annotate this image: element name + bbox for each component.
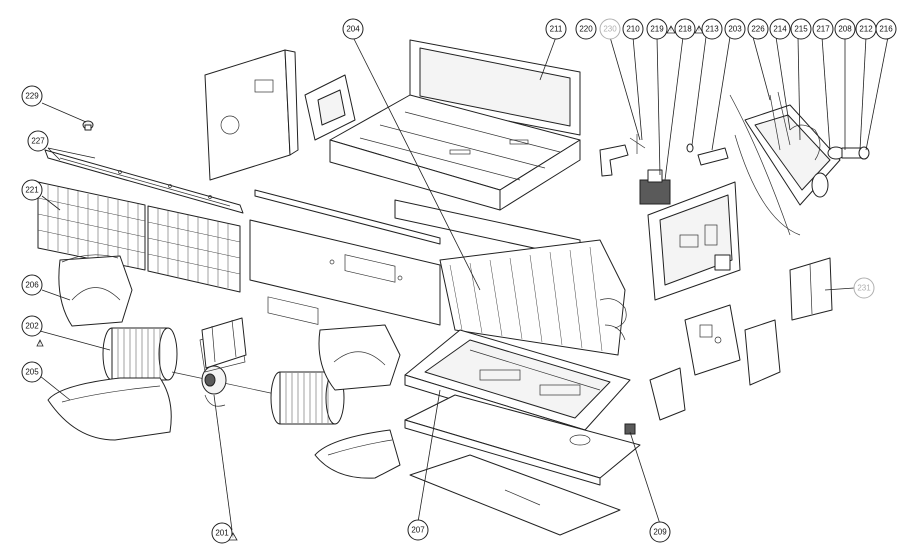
svg-text:213: 213 — [705, 25, 719, 34]
callout-230: 230 — [599, 18, 621, 40]
part-204-heat-exchanger — [439, 239, 627, 356]
mount-bracket — [304, 74, 356, 141]
svg-text:207: 207 — [411, 526, 425, 535]
svg-text:219: 219 — [650, 25, 664, 34]
side-bracket-panel — [204, 49, 299, 181]
part-211-top-cover — [409, 39, 581, 136]
blower-wheel-right — [270, 371, 345, 425]
callout-218: 218 ! — [674, 18, 704, 40]
callout-219: 219 ! — [646, 18, 676, 40]
callout-204: 204 — [342, 18, 364, 40]
part-205-lower-scroll-left — [47, 377, 172, 441]
motor-mount-bracket — [201, 317, 247, 369]
control-board — [684, 304, 781, 386]
svg-text:209: 209 — [653, 528, 667, 537]
callout-231: 231 — [853, 277, 875, 299]
bottom-plate — [409, 454, 621, 536]
svg-text:202: 202 — [25, 322, 39, 331]
svg-text:218: 218 — [678, 25, 692, 34]
svg-text:215: 215 — [794, 25, 808, 34]
svg-text:221: 221 — [25, 186, 39, 195]
control-box-panel — [647, 181, 741, 301]
callout-220: 220 — [575, 18, 597, 40]
svg-text:211: 211 — [550, 25, 563, 34]
svg-text:214: 214 — [773, 25, 787, 34]
leader-lines — [39, 36, 889, 531]
warning-triangle-icon — [228, 532, 238, 541]
callout-215: 215 — [790, 18, 812, 40]
part-213-ring — [686, 143, 694, 153]
callout-214: 214 — [769, 18, 791, 40]
svg-text:231: 231 — [857, 284, 871, 293]
callout-213: 213 — [701, 18, 723, 40]
part-219-218-valve — [639, 169, 671, 205]
part-202-blower-wheel-left — [102, 327, 178, 381]
part-220-pipe — [599, 134, 646, 177]
svg-text:205: 205 — [25, 368, 39, 377]
part-201-fan-motor — [199, 327, 246, 407]
callout-203: 203 — [724, 18, 746, 40]
callout-206: 206 — [21, 274, 43, 296]
svg-text:230: 230 — [603, 25, 617, 34]
part-229-knob — [82, 120, 94, 131]
front-cabinet-panel — [249, 219, 441, 326]
part-221-air-filters — [37, 181, 241, 293]
svg-text:204: 204 — [346, 25, 360, 34]
part-209-drain-fitting — [624, 423, 636, 435]
main-cabinet-frame — [329, 94, 581, 211]
part-206-fan-scroll-left — [58, 254, 133, 327]
callout-229: 229 — [21, 85, 43, 107]
part-231-manual — [789, 257, 833, 321]
callout-226: 226 — [747, 18, 769, 40]
svg-text:227: 227 — [31, 137, 45, 146]
callout-202: 202 ! — [21, 315, 44, 347]
warning-triangle-icon — [36, 339, 44, 347]
fan-scroll-right — [318, 324, 401, 391]
enclosure-arc — [729, 94, 791, 236]
corner-bracket — [649, 367, 686, 421]
part-226-pipe-assembly — [734, 91, 841, 236]
svg-text:!: ! — [670, 27, 671, 33]
svg-text:220: 220 — [579, 25, 593, 34]
lower-scroll-right — [314, 429, 401, 479]
svg-text:210: 210 — [626, 25, 640, 34]
svg-text:!: ! — [39, 341, 40, 347]
lower-panel — [404, 394, 641, 486]
callout-217: 217 — [812, 18, 834, 40]
svg-text:212: 212 — [859, 25, 873, 34]
part-203-tube — [697, 147, 729, 166]
svg-text:208: 208 — [838, 25, 852, 34]
top-support-bar — [254, 189, 441, 245]
callout-212: 212 — [855, 18, 877, 40]
svg-text:226: 226 — [751, 25, 765, 34]
callout-205: 205 — [21, 361, 43, 383]
callout-211: 211 — [545, 18, 567, 40]
callout-227: 227 — [27, 130, 49, 152]
callout-216: 216 — [875, 18, 897, 40]
svg-text:217: 217 — [816, 25, 830, 34]
svg-text:216: 216 — [879, 25, 893, 34]
svg-text:203: 203 — [728, 25, 742, 34]
callout-207: 207 — [407, 519, 429, 541]
callout-201: 201 ! — [211, 522, 238, 544]
svg-text:201: 201 — [215, 529, 229, 538]
svg-text:!: ! — [698, 27, 699, 33]
warning-triangle-icon — [694, 25, 704, 34]
svg-text:206: 206 — [25, 281, 39, 290]
svg-text:229: 229 — [25, 92, 39, 101]
callout-221: 221 — [21, 179, 43, 201]
warning-triangle-icon — [666, 25, 676, 34]
callout-210: 210 — [622, 18, 644, 40]
part-227-rail — [44, 149, 244, 214]
callout-209: 209 — [649, 521, 671, 543]
callout-208: 208 — [834, 18, 856, 40]
svg-text:!: ! — [232, 534, 233, 540]
part-208-valve-body — [827, 146, 870, 160]
